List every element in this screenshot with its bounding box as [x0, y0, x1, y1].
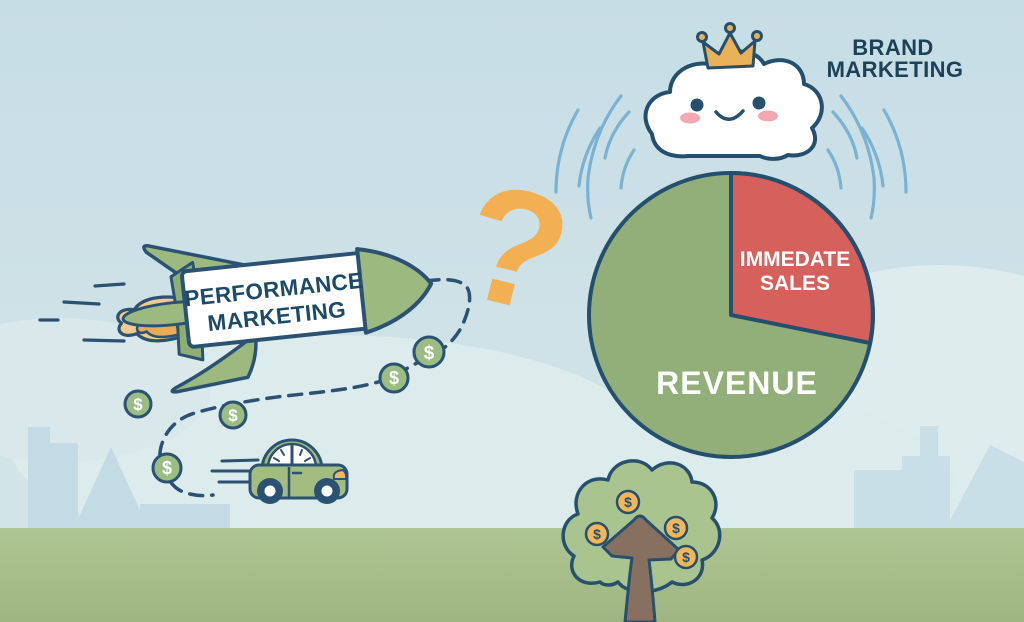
pie-chart: REVENUE IMMEDATE SALES	[587, 171, 875, 459]
car-wheel-left	[257, 478, 283, 504]
coin-icon: $	[412, 335, 446, 369]
ground	[0, 528, 1024, 622]
coin-symbol: $	[593, 526, 601, 542]
cloud-smile	[714, 109, 745, 121]
cloud-eye-left	[690, 98, 704, 112]
immediate-sales-label-line2: SALES	[760, 272, 830, 295]
cloud-cheek-right	[758, 110, 778, 122]
tree-coin-icon: $	[615, 489, 641, 515]
rocket-nose-cone	[355, 247, 434, 335]
coin-symbol: $	[682, 549, 690, 565]
cloud-shape	[643, 49, 824, 161]
coin-symbol: $	[389, 368, 399, 388]
coin-icon: $	[378, 362, 410, 394]
tree-coin-icon: $	[584, 521, 610, 547]
city-skyline-right	[854, 426, 1024, 528]
immediate-sales-label-line1: IMMEDATE	[740, 248, 850, 271]
cloud-cheek-left	[680, 112, 700, 124]
coin-icon: $	[151, 452, 183, 484]
car-wheel-right	[314, 478, 340, 504]
radiating-lines-right	[826, 94, 908, 220]
performance-rocket: PERFORMANCE MARKETING	[116, 244, 434, 394]
tree-trunk	[601, 514, 681, 622]
coin-symbol: $	[228, 406, 238, 425]
cloud-eye-right	[752, 96, 766, 110]
brand-cloud	[643, 22, 824, 161]
tree-coin-icon: $	[663, 515, 689, 541]
immediate-sales-slice	[729, 171, 875, 345]
car-headlight	[332, 468, 348, 480]
revenue-label: REVENUE	[656, 365, 818, 401]
gauge-ticks	[273, 449, 311, 462]
radiating-lines-left	[554, 94, 636, 220]
background-cloud-shapes	[0, 265, 1024, 615]
coin-icon: $	[123, 389, 153, 419]
coin-symbol: $	[624, 494, 632, 510]
money-tree: $ $ $ $	[561, 459, 722, 622]
speedometer-car	[210, 438, 349, 504]
city-skyline-left	[28, 427, 230, 528]
money-coins: $ $ $ $ $	[123, 335, 446, 484]
coin-symbol: $	[162, 458, 172, 478]
rocket-top-fin	[142, 244, 257, 288]
coin-symbol: $	[672, 520, 680, 536]
coin-symbol: $	[424, 343, 435, 364]
brand-marketing-label-line2: MARKETING	[827, 57, 964, 82]
crown-icon	[696, 22, 763, 70]
rocket-bottom-fin	[170, 332, 258, 394]
coin-icon: $	[218, 400, 248, 430]
brand-marketing-label-line1: BRAND	[852, 35, 933, 60]
tree-coin-icon: $	[673, 544, 699, 570]
rocket-speed-lines	[38, 282, 126, 343]
coin-symbol: $	[133, 395, 143, 414]
brand-marketing-label: BRAND MARKETING	[827, 35, 964, 82]
cloud-face	[680, 96, 778, 124]
